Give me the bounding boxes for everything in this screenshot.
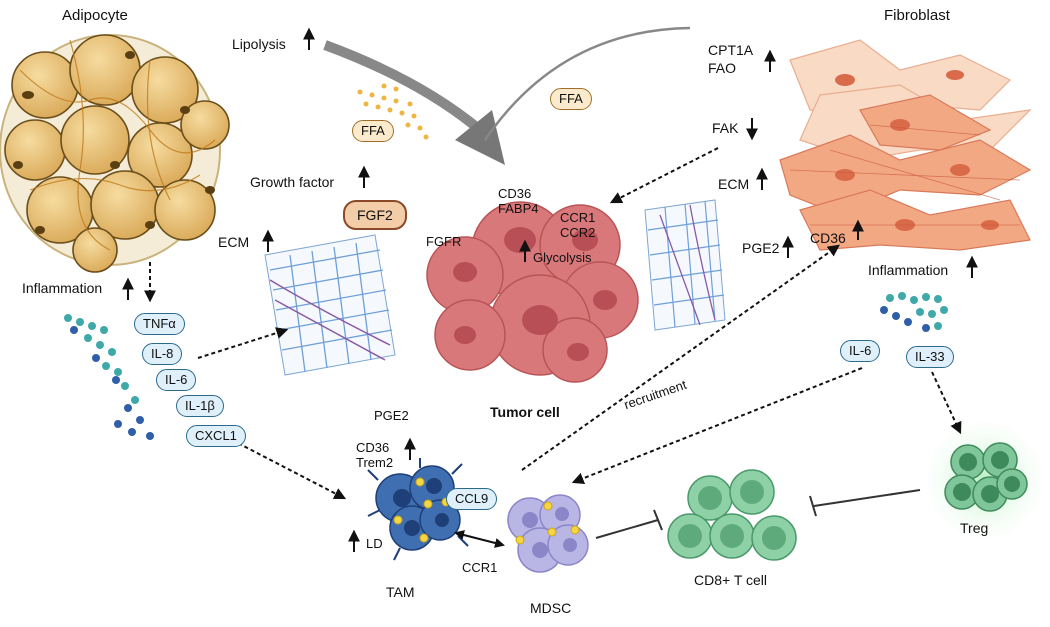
inflammation-left-label: Inflammation xyxy=(22,280,103,296)
tumor-ccr-labels: CCR1 CCR2 xyxy=(560,210,595,240)
tam-title: TAM xyxy=(386,584,415,600)
pge2-tam-label: PGE2 xyxy=(374,408,409,423)
tumor-cell-cluster xyxy=(426,201,639,383)
cytokine-pill-il1b: IL-1β xyxy=(176,395,224,417)
mdsc-cells xyxy=(507,494,589,573)
dashed-arrows xyxy=(144,147,962,500)
inhibition-lines xyxy=(595,489,921,539)
lipolysis-arrow xyxy=(323,40,505,165)
ccr1-mdsc-label: CCR1 xyxy=(462,560,498,575)
fibroblast-network xyxy=(779,39,1032,251)
cd8-t-cells xyxy=(667,469,797,561)
tumor-receptor-labels: CD36 FABP4 xyxy=(498,186,538,216)
ffa-droplets xyxy=(357,83,429,140)
ccl9-pill: CCL9 xyxy=(446,488,498,510)
ffa-right-pill: FFA xyxy=(550,88,592,110)
ecm-left-label: ECM xyxy=(218,234,250,250)
cytokine-dots-right xyxy=(880,292,948,332)
tam-cd36-label: CD36 xyxy=(356,440,390,455)
pge2-fibroblast-label: PGE2 xyxy=(742,240,780,256)
mdsc-title: MDSC xyxy=(530,600,572,616)
cytokine-pill-il6-right: IL-6 xyxy=(840,340,881,362)
cpt1a-label: CPT1A xyxy=(708,42,754,58)
tumor-ccr1-label: CCR1 xyxy=(560,210,596,225)
inflammation-fibroblast-label: Inflammation xyxy=(868,262,949,278)
lipolysis-label: Lipolysis xyxy=(232,36,286,52)
cytokine-pill-cxcl1: CXCL1 xyxy=(186,425,246,447)
glycolysis-label: Glycolysis xyxy=(533,250,592,265)
tam-mdsc-arrow xyxy=(454,530,505,548)
ld-label: LD xyxy=(366,536,383,551)
growth-factor-label: Growth factor xyxy=(250,174,335,190)
tam-trem2-label: Trem2 xyxy=(356,455,394,470)
tumor-cell-title: Tumor cell xyxy=(490,404,560,420)
cytokine-pill-il8: IL-8 xyxy=(142,343,183,365)
cytokine-pill-tnfa: TNFα xyxy=(134,313,185,335)
tumor-ccr2-label: CCR2 xyxy=(560,225,596,240)
fao-arrow xyxy=(483,26,691,141)
ffa-left-pill: FFA xyxy=(352,120,394,142)
cd8-title: CD8+ T cell xyxy=(694,572,768,588)
cytokine-dots-left xyxy=(64,314,154,440)
tumor-cd36-label: CD36 xyxy=(498,186,532,201)
ecm-fibroblast-label: ECM xyxy=(718,176,750,192)
adipocyte-cluster xyxy=(0,34,230,273)
ecm-mesh-right xyxy=(644,199,726,331)
fak-label: FAK xyxy=(712,120,739,136)
ecm-mesh-left xyxy=(264,234,396,376)
fgfr-label: FGFR xyxy=(426,234,462,249)
fgf2-pill: FGF2 xyxy=(343,200,407,230)
cd36-fibroblast-label: CD36 xyxy=(810,230,846,246)
fibroblast-title: Fibroblast xyxy=(884,7,950,24)
treg-title: Treg xyxy=(960,520,989,536)
up-down-arrows xyxy=(122,27,978,552)
cytokine-pill-il6: IL-6 xyxy=(156,369,197,391)
adipocyte-title: Adipocyte xyxy=(62,7,128,24)
fao-label: FAO xyxy=(708,60,737,76)
cytokine-pill-il33: IL-33 xyxy=(906,346,954,368)
treg-cells xyxy=(927,422,1043,538)
tumor-fabp4-label: FABP4 xyxy=(498,201,539,216)
tam-marker-labels: CD36 Trem2 xyxy=(356,440,393,470)
